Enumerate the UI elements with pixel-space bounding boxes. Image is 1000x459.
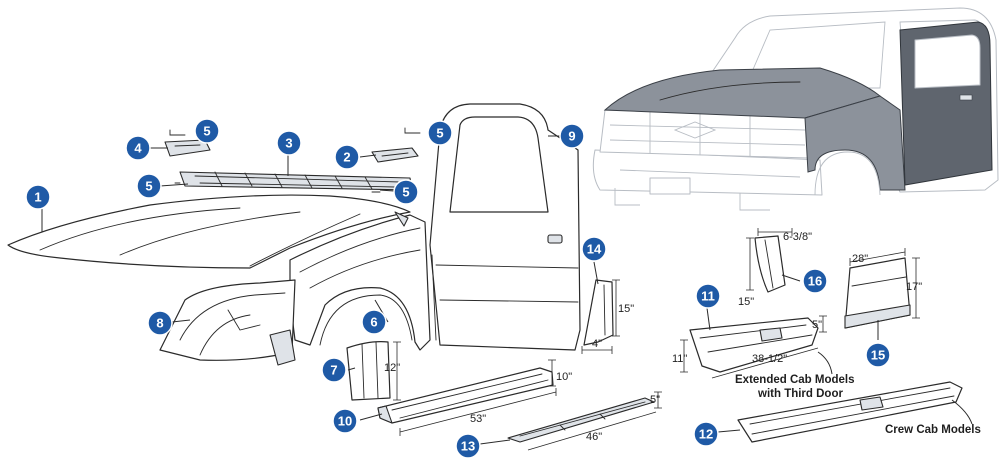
dimension-12: 12": [384, 341, 401, 401]
dimension-4-label: 4": [592, 338, 602, 350]
cowl-panel: [179, 171, 413, 191]
callout-11-label: 11: [701, 289, 715, 304]
dimension-6-3-8: 6-3/8": [757, 228, 812, 243]
dimension-46: 46": [527, 411, 657, 451]
callout-4-label: 4: [134, 141, 142, 156]
reference-truck-illustration: [592, 7, 999, 211]
dimension-10-label: 10": [556, 371, 572, 383]
callout-12: 12: [693, 421, 719, 447]
callout-7: 7: [321, 357, 347, 383]
callout-5-a-label: 5: [203, 124, 210, 139]
callout-10: 10: [332, 408, 358, 434]
dimension-53: 53": [399, 388, 557, 436]
callout-5-d: 5: [393, 179, 419, 205]
bedside-patch-panel: [844, 257, 911, 329]
reference-hood: [603, 67, 882, 119]
dimension-11-label: 11": [672, 353, 687, 365]
dimension-15-rear: 15": [738, 237, 754, 308]
callout-11: 11: [695, 283, 721, 309]
dimension-5-ext: 5": [812, 315, 827, 333]
callout-13: 13: [455, 433, 481, 459]
callout-14: 14: [581, 236, 607, 262]
cowl-side-bracket-left: [164, 139, 211, 157]
extended-cab-caption-line2: with Third Door: [757, 388, 843, 400]
callout-5-c: 5: [136, 173, 162, 199]
cab-corner-patch: [583, 279, 614, 346]
extended-cab-caption-line1: Extended Cab Models: [735, 374, 855, 386]
callout-5-c-label: 5: [145, 179, 152, 194]
callout-9-label: 9: [568, 129, 575, 144]
inner-fender: [159, 279, 296, 366]
dimension-46-label: 46": [586, 431, 602, 443]
callout-15: 15: [865, 342, 891, 368]
dimension-5-rocker: 5": [650, 391, 662, 409]
fender-repair-patch: [346, 341, 391, 401]
dimension-17: 17": [906, 257, 922, 319]
callout-7-label: 7: [330, 363, 337, 378]
callout-13-label: 13: [461, 439, 475, 454]
callout-1: 1: [25, 184, 51, 210]
crew-cab-caption: Crew Cab Models: [885, 424, 981, 436]
cowl-side-bracket-right: [371, 147, 419, 163]
extended-cab-rocker: [689, 317, 819, 373]
callout-1-label: 1: [34, 190, 41, 205]
callout-8: 8: [147, 310, 173, 336]
inner-rocker-panel: [507, 397, 655, 443]
dimension-28-label: 28": [852, 253, 868, 265]
dimension-5-ext-label: 5": [812, 319, 822, 331]
crew-cab-rocker: [737, 381, 963, 443]
callout-2: 2: [334, 144, 360, 170]
rear-cab-corner: [754, 235, 786, 293]
dimension-5-rocker-label: 5": [650, 394, 660, 406]
callout-3: 3: [276, 130, 302, 156]
hood-panel: [7, 194, 411, 269]
dimension-12-label: 12": [384, 362, 400, 374]
callout-3-label: 3: [285, 136, 292, 151]
dimension-38-1-2: 38-1/2": [711, 347, 819, 379]
front-fender: [289, 211, 431, 351]
callout-16-label: 16: [808, 274, 822, 289]
callout-12-label: 12: [699, 427, 713, 442]
cowl-hardware: [169, 127, 421, 193]
dimension-4: 4": [581, 338, 613, 354]
callout-6-label: 6: [370, 315, 377, 330]
door-shell: [429, 103, 581, 351]
dimension-38-1-2-label: 38-1/2": [752, 353, 787, 365]
callout-5-b-label: 5: [436, 126, 443, 141]
dimension-11: 11": [672, 339, 688, 373]
dimension-17-label: 17": [906, 281, 922, 293]
dimension-10: 10": [548, 359, 572, 387]
callout-6: 6: [361, 309, 387, 335]
callout-5-a: 5: [194, 118, 220, 144]
dimension-15-cab-label: 15": [618, 303, 634, 315]
rocker-panel: [377, 367, 554, 424]
callout-2-label: 2: [343, 150, 350, 165]
callout-15-label: 15: [871, 348, 885, 363]
callout-16: 16: [802, 268, 828, 294]
callout-8-label: 8: [156, 316, 163, 331]
dimension-53-label: 53": [470, 413, 486, 425]
dimension-15-rear-label: 15": [738, 296, 754, 308]
callout-4: 4: [125, 135, 151, 161]
callout-14-label: 14: [587, 242, 602, 257]
callout-10-label: 10: [338, 414, 352, 429]
callout-9: 9: [559, 123, 585, 149]
callout-5-b: 5: [427, 120, 453, 146]
dimension-15-cab: 15": [612, 279, 634, 337]
callout-5-d-label: 5: [402, 185, 409, 200]
dimension-6-3-8-label: 6-3/8": [783, 231, 812, 243]
dimension-28: 28": [849, 248, 906, 266]
